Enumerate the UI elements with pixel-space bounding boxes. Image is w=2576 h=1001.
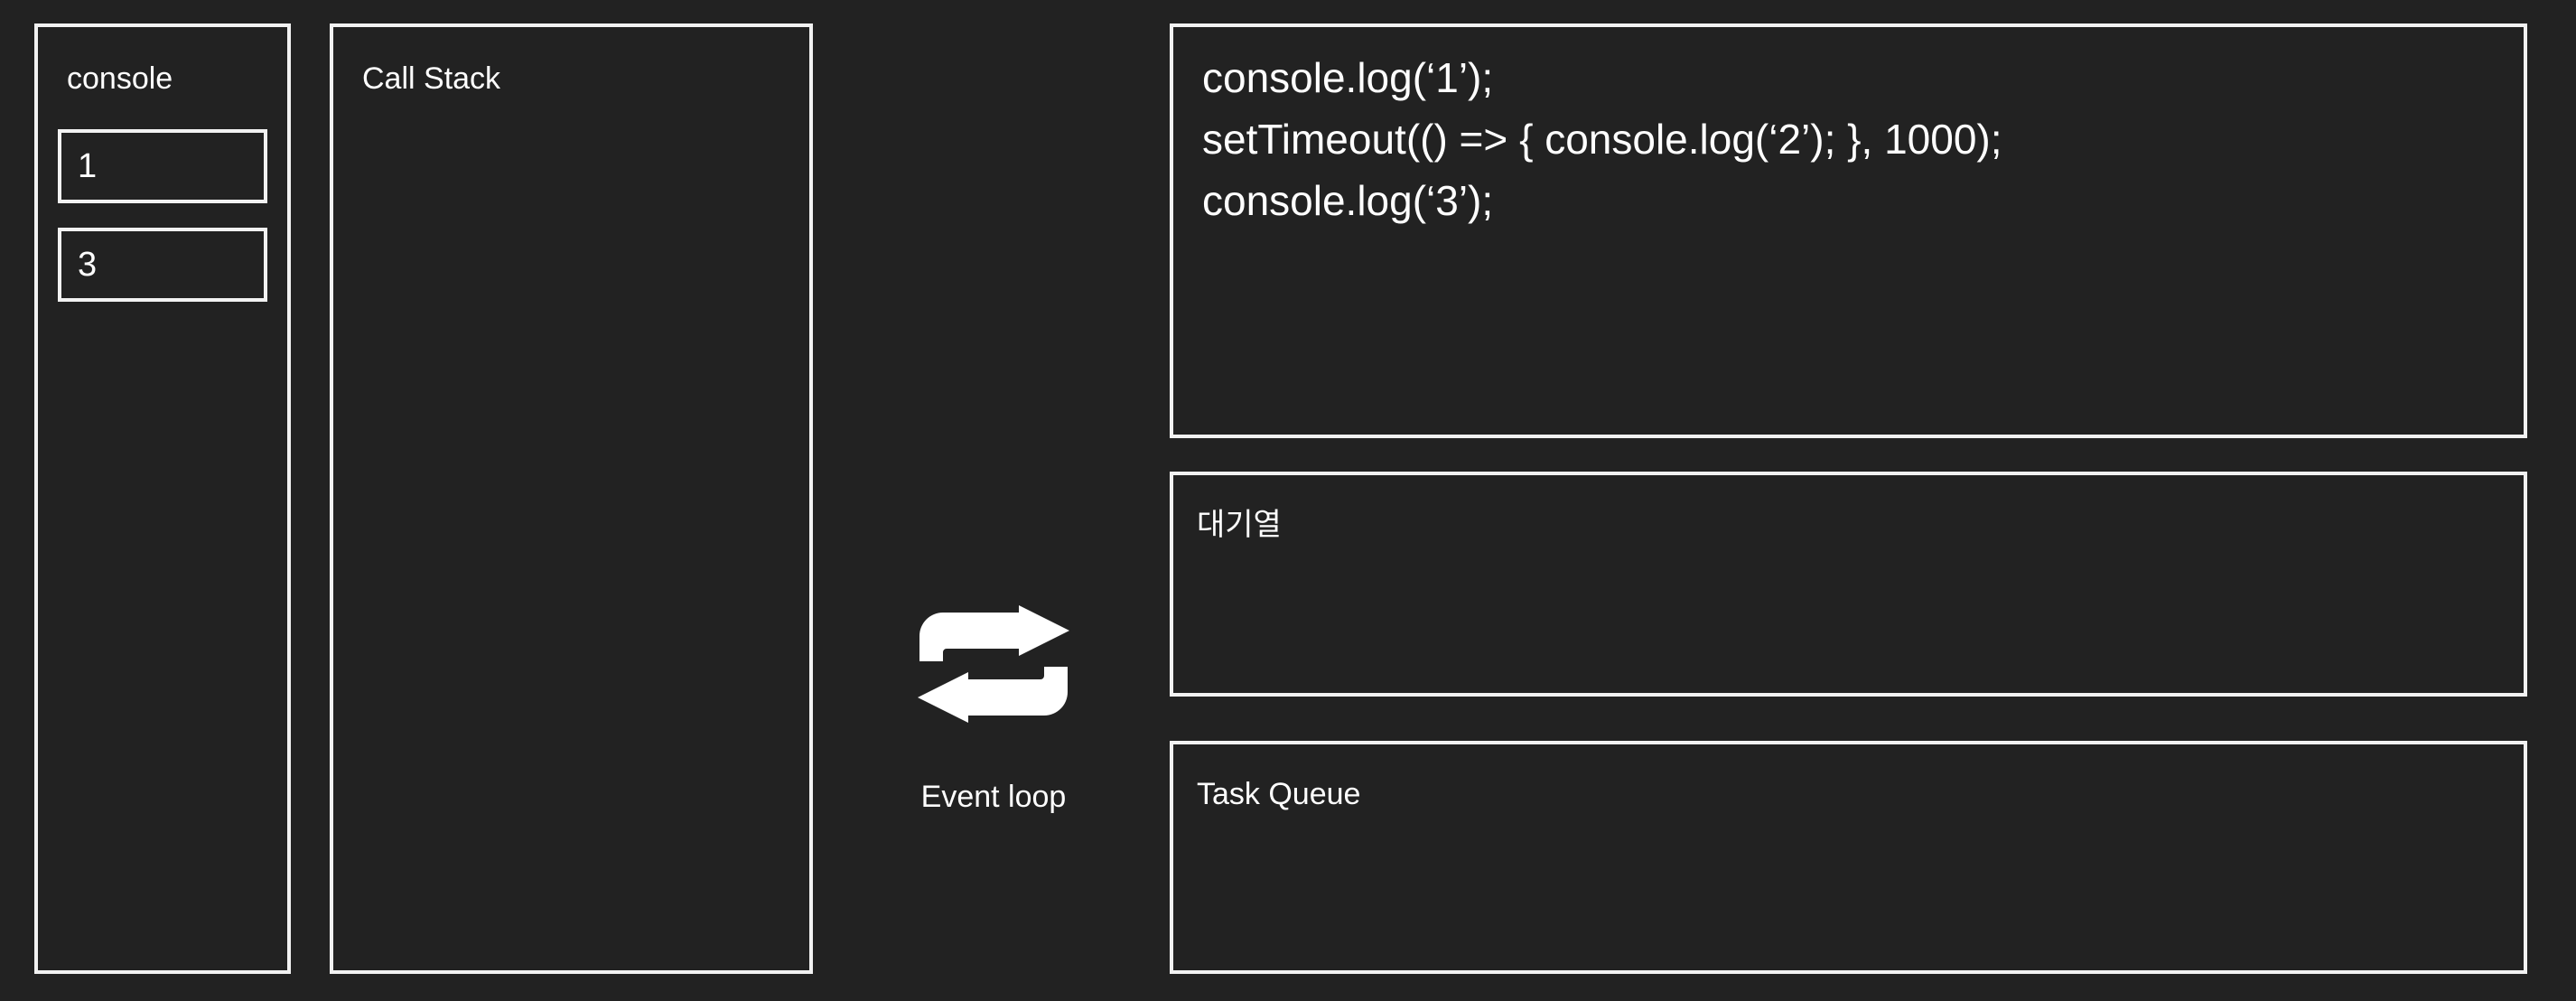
code-snippet: console.log(‘1’); setTimeout(() => { con… [1202,54,2002,225]
console-entry-list: 1 3 [58,129,267,326]
task-queue-panel: Task Queue [1170,741,2527,974]
console-entry: 1 [58,129,267,203]
console-entry: 3 [58,228,267,302]
code-panel: console.log(‘1’); setTimeout(() => { con… [1170,23,2527,438]
call-stack-panel: Call Stack [330,23,813,974]
console-entry-value: 1 [78,147,98,185]
event-loop-group: Event loop [867,596,1120,849]
waiting-queue-panel: 대기열 [1170,472,2527,697]
console-panel-title: console [67,61,173,96]
console-panel: console 1 3 [34,23,291,974]
repeat-loop-icon [912,605,1075,723]
call-stack-panel-title: Call Stack [362,61,501,96]
waiting-queue-panel-title: 대기열 [1197,508,1282,542]
event-loop-label: Event loop [920,780,1067,814]
console-entry-value: 3 [78,246,98,284]
task-queue-panel-title: Task Queue [1197,777,1361,811]
